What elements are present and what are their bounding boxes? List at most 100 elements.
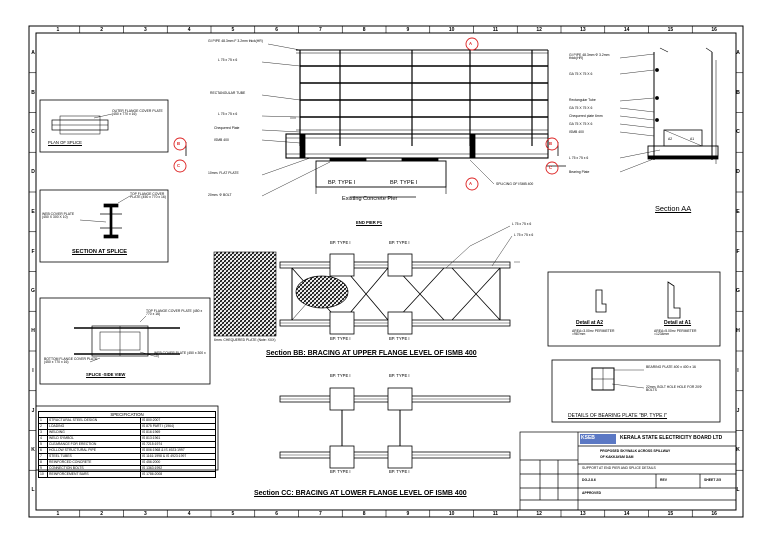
grid-row-label: L	[736, 487, 740, 494]
detail-a2-text: AREA=3.00m² PERIMETER =987mm	[572, 329, 615, 337]
grid-col-label: 9	[406, 27, 410, 33]
chequered-note: 6mm. CHEQUERED PLATE (Note: XXX)	[214, 338, 276, 342]
pier-text: Existing Concrete Pier	[342, 196, 398, 202]
splice-side-label-bottom: BOTTOM FLANGE COVER PLATE (450 x 770 x 1…	[44, 357, 98, 365]
splice-side-view	[39, 297, 211, 385]
aa-label-gi-pipe: GI PIPE 48.3mm Φ 3.2mm thick(HR)	[569, 53, 610, 61]
aa-label-a2: A2	[668, 137, 673, 141]
tb-rev: REV	[660, 478, 667, 482]
grid-col-label: 16	[711, 511, 717, 517]
bearing-label-2: 22mm. BOLT HOLE HOLE FOR 20Φ BOLTS	[646, 385, 702, 393]
spec-item: REINFORCEMENT BARS	[47, 471, 141, 478]
grid-col-label: 4	[187, 511, 191, 517]
splice-side-label-top: TOP FLANGE COVER PLATE (450 x 770 x 16)	[146, 309, 203, 317]
bp-label-main-left: BP. TYPE I	[328, 180, 356, 186]
grid-row-label: G	[736, 288, 740, 295]
plan-splice-label: OUTER FLANGE COVER PLATE (450 x 770 x 16…	[112, 109, 163, 117]
callout-c-left: C	[177, 163, 181, 168]
grid-col-label: 7	[318, 27, 322, 33]
grid-row-label: K	[31, 447, 35, 454]
grid-col-label: 5	[231, 511, 235, 517]
bp-label-main-right: BP. TYPE I	[390, 180, 418, 186]
section-splice-label-web: WEB COVER PLATE (450 X 300 X 10)	[42, 212, 75, 220]
bearing-title: DETAILS OF BEARING PLATE "BP. TYPE I"	[568, 413, 668, 419]
grid-col-label: 11	[492, 27, 499, 33]
label-gi-pipe: GI PIPE 48.3mm F 3.2mm thick(HR)	[208, 39, 263, 43]
grid-col-label: 10	[448, 511, 455, 517]
label-chequered-plate: Chequered Plate	[214, 126, 240, 130]
section-aa-view	[619, 47, 719, 173]
section-at-splice-view	[39, 189, 169, 263]
cc-bp-3: BP. TYPE I	[330, 469, 351, 474]
section-aa-title: Section AA	[655, 204, 692, 213]
aa-label-chequered: Chequered plate 6mm	[569, 114, 603, 118]
grid-ticks	[29, 26, 743, 517]
cc-bp-2: BP. TYPE I	[389, 373, 410, 378]
grid-col-label: 1	[56, 27, 60, 33]
grid-row-label: I	[737, 367, 739, 374]
grid-col-label: 12	[536, 511, 542, 517]
bb-bp-3: BP. TYPE I	[330, 336, 351, 341]
section-bb-view	[213, 225, 520, 337]
grid-col-label: 15	[667, 27, 674, 33]
aa-label-a1: A1	[690, 137, 695, 141]
grid-row-label: A	[736, 49, 740, 56]
tb-project-1: PROPOSED SKYWALK ACROSS SPILLWAY	[600, 449, 671, 453]
section-splice-label-top: TOP FLANGE COVER PLATE (450 x 770 x 16)	[130, 192, 166, 200]
label-bolt: 20mm. Φ BOLT	[208, 193, 232, 197]
grid-row-label: B	[31, 89, 35, 96]
grid-col-label: 11	[492, 511, 499, 517]
grid-col-label: 3	[143, 27, 147, 33]
tb-drawing-no: DG-2.8.6	[582, 478, 596, 482]
bearing-plate-detail-view	[551, 359, 721, 423]
bb-bp-4: BP. TYPE I	[389, 336, 410, 341]
bearing-label-1: BEARING PLATE 400 x 400 x 16	[646, 365, 696, 369]
section-cc-view	[279, 387, 511, 469]
grid-row-label: D	[31, 169, 35, 176]
grid-row-label: A	[31, 49, 35, 56]
grid-col-label: 16	[711, 27, 717, 33]
label-flat-plate: 10mm. FLAT PLATE	[208, 171, 239, 175]
grid-col-label: 8	[362, 511, 366, 517]
kseb-logo: KSEB	[581, 435, 595, 441]
plan-splice-title: PLAN OF SPLICE	[48, 140, 82, 145]
callout-c-right: C	[549, 165, 553, 170]
spec-code: IS 1786:2008	[140, 471, 216, 478]
bb-angle-label-1: L 75 x 75 x 6	[512, 222, 532, 226]
section-bb-title: Section BB: BRACING AT UPPER FLANGE LEVE…	[266, 350, 477, 357]
grid-col-label: 13	[580, 27, 586, 33]
grid-row-label: E	[736, 208, 740, 215]
aa-label-angle-1: GA 75 X 75 X 6	[569, 72, 593, 76]
grid-col-label: 4	[187, 27, 191, 33]
grid-row-label: G	[31, 288, 35, 295]
grid-row-label: C	[736, 129, 740, 136]
grid-col-label: 1	[56, 511, 60, 517]
grid-col-label: 2	[100, 511, 104, 517]
grid-col-label: 5	[231, 27, 235, 33]
splicing-label: SPLICING OF ISMB 400	[496, 182, 534, 186]
grid-col-label: 10	[448, 27, 455, 33]
callout-a-top: A	[469, 41, 473, 46]
section-splice-title: SECTION AT SPLICE	[72, 249, 128, 255]
grid-col-label: 3	[143, 511, 147, 517]
label-rect-tube: RECTANGULAR TUBE	[210, 91, 246, 95]
grid-row-label: E	[31, 208, 35, 215]
grid-col-label: 14	[623, 27, 630, 33]
grid-row-label: H	[31, 328, 35, 335]
label-angle-mid: L 75 x 75 x 6	[218, 112, 238, 116]
tb-approved: APPROVED	[582, 491, 602, 495]
cc-bp-4: BP. TYPE I	[389, 469, 410, 474]
grid-row-label: L	[31, 487, 35, 494]
grid-row-label: H	[736, 328, 740, 335]
main-elevation-view	[185, 43, 566, 198]
section-callouts	[173, 37, 559, 191]
detail-a1-text: AREA=5.00m² PERIMETER =1234mm	[654, 329, 697, 337]
grid-row-label: B	[736, 89, 740, 96]
grid-row-label: I	[32, 367, 34, 374]
callout-b-right: B	[549, 141, 553, 146]
tb-sheet-title: SUPPORT AT END PIER AND SPLICE DETAILS	[582, 466, 656, 470]
